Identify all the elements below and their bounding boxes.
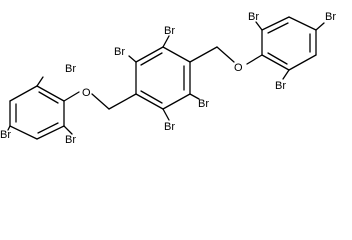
oxygen-label: O <box>234 62 243 74</box>
right-aryl-ring <box>255 16 325 80</box>
central-ring-substituents <box>128 35 200 121</box>
bromine-label: Br <box>164 25 175 37</box>
bromine-label: Br <box>65 63 76 75</box>
bromine-label: Br <box>164 121 175 133</box>
bromine-label: Br <box>248 11 259 23</box>
bromine-label: Br <box>275 80 286 92</box>
bromine-label: Br <box>198 98 209 110</box>
methylene-ether-right <box>189 46 263 65</box>
oxygen-label: O <box>82 87 91 99</box>
bromine-label: Br <box>114 46 125 58</box>
methylene-ether-left <box>63 91 137 110</box>
left-aryl-ring <box>7 76 73 140</box>
chemical-structure: Br Br Br Br O O Br Br Br Br Br Br <box>0 11 336 146</box>
bromine-label: Br <box>325 11 336 23</box>
bromine-label: Br <box>65 134 76 146</box>
bromine-label: Br <box>0 129 11 141</box>
central-ring <box>135 46 191 110</box>
